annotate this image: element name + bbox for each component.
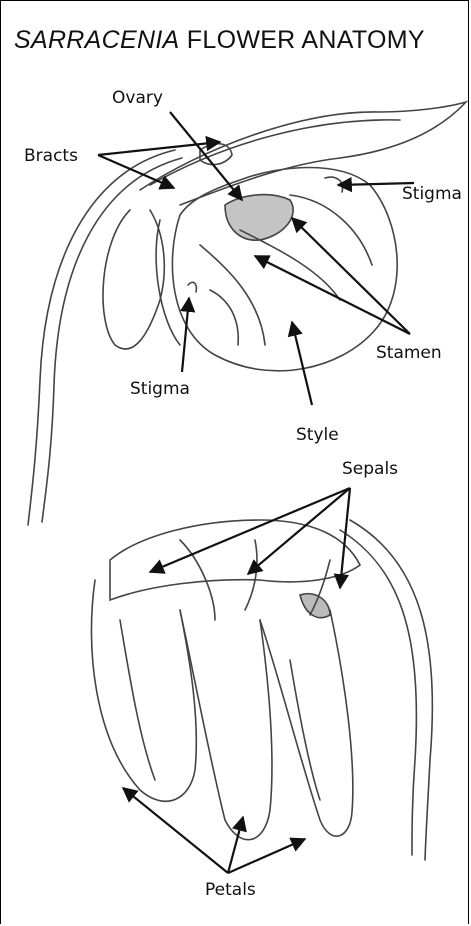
label-style: Style [296,425,339,445]
bottom-stem [350,520,432,860]
arrow-petals-1 [123,788,228,873]
arrow-stigma-bottom [182,298,189,372]
arrow-petals-3 [228,839,305,873]
label-sepals: Sepals [342,459,398,479]
label-petals: Petals [205,880,256,900]
label-stigma-bottom: Stigma [130,379,190,399]
petal-right [260,610,353,836]
arrow-petals-2 [228,817,243,873]
arrow-stamen-2 [255,256,410,334]
label-ovary: Ovary [112,88,163,108]
label-stamen: Stamen [376,343,442,363]
arrow-sepals-2 [248,488,350,574]
arrow-stamen-1 [292,218,410,334]
left-petal [103,210,164,349]
arrow-style [292,322,312,405]
label-stigma-top: Stigma [402,184,462,204]
bottom-flower-sketch [91,520,432,860]
top-stem [28,150,175,525]
top-flower-sketch [28,102,466,525]
petal-middle [180,610,272,840]
arrow-bracts-2 [98,155,174,188]
label-bracts: Bracts [24,146,78,166]
